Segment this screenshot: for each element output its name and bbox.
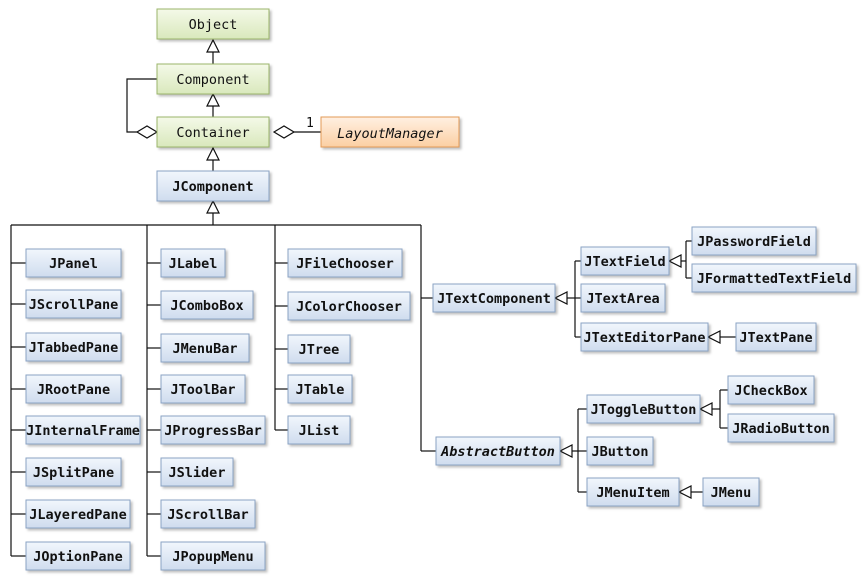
class-jslider[interactable]: JSlider <box>160 457 234 487</box>
class-name: JLayeredPane <box>29 507 127 523</box>
class-name: JColorChooser <box>296 299 402 315</box>
class-jmenuitem[interactable]: JMenuItem <box>586 477 680 507</box>
multiplicity-label: 1 <box>306 116 314 131</box>
inheritance-arrow-icon <box>206 92 220 107</box>
class-name: JComponent <box>172 179 253 195</box>
class-name: JLabel <box>169 256 218 272</box>
class-jinternalframe[interactable]: JInternalFrame <box>25 415 141 445</box>
class-joptionpane[interactable]: JOptionPane <box>25 541 131 571</box>
class-name: JToggleButton <box>591 402 697 418</box>
inheritance-arrow-icon <box>667 254 682 268</box>
class-jtabbedpane[interactable]: JTabbedPane <box>25 332 122 362</box>
class-name: JTree <box>299 342 340 358</box>
inheritance-arrow-icon <box>206 146 220 161</box>
inheritance-arrow-icon <box>558 444 573 458</box>
inheritance-arrow-icon <box>206 199 220 214</box>
class-name: Object <box>189 17 238 33</box>
class-name: JComboBox <box>170 298 243 314</box>
class-jtree[interactable]: JTree <box>287 334 351 364</box>
class-jmenubar[interactable]: JMenuBar <box>160 333 250 363</box>
inheritance-arrow-icon <box>677 485 692 499</box>
class-jtextfield[interactable]: JTextField <box>580 246 670 276</box>
class-jscrollbar[interactable]: JScrollBar <box>160 499 256 529</box>
class-jsplitpane[interactable]: JSplitPane <box>25 457 122 487</box>
class-name: JPopupMenu <box>172 549 253 565</box>
class-jpasswordfield[interactable]: JPasswordField <box>691 226 817 256</box>
class-name: JScrollBar <box>167 507 248 523</box>
class-jcolorchooser[interactable]: JColorChooser <box>287 291 411 321</box>
class-name: Component <box>176 72 249 88</box>
class-jtogglebutton[interactable]: JToggleButton <box>586 394 701 424</box>
class-name: JFormattedTextField <box>697 271 851 287</box>
class-name: JPasswordField <box>697 234 811 250</box>
class-jcheckbox[interactable]: JCheckBox <box>727 375 815 405</box>
class-name: JTextComponent <box>437 291 551 307</box>
class-name: AbstractButton <box>440 444 555 460</box>
inheritance-arrow-icon <box>206 38 220 53</box>
class-jrootpane[interactable]: JRootPane <box>25 374 122 404</box>
class-name: JTextField <box>584 254 665 270</box>
aggregation-diamond-icon <box>135 125 159 139</box>
class-name: JTabbedPane <box>29 340 118 356</box>
class-component[interactable]: Component <box>156 63 270 95</box>
class-jlist[interactable]: JList <box>287 415 351 445</box>
class-name: JMenu <box>711 485 752 501</box>
class-jlabel[interactable]: JLabel <box>160 248 226 278</box>
class-jtoolbar[interactable]: JToolBar <box>160 374 246 404</box>
class-name: JMenuItem <box>596 485 669 501</box>
class-name: JMenuBar <box>172 341 237 357</box>
class-jbutton[interactable]: JButton <box>586 436 654 466</box>
inheritance-arrow-icon <box>698 402 713 416</box>
class-jtextpane[interactable]: JTextPane <box>735 322 817 352</box>
class-name: JTextEditorPane <box>584 330 706 346</box>
class-jpopupmenu[interactable]: JPopupMenu <box>160 541 266 571</box>
classes: Object Component Container LayoutManager… <box>25 8 857 571</box>
class-name: JFileChooser <box>296 256 394 272</box>
class-name: Container <box>176 125 249 141</box>
class-jmenu[interactable]: JMenu <box>702 477 760 507</box>
class-name: JSlider <box>169 465 226 481</box>
class-jprogressbar[interactable]: JProgressBar <box>160 415 266 445</box>
class-name: LayoutManager <box>337 126 444 142</box>
inheritance-arrow-icon <box>706 330 721 344</box>
connectors <box>10 52 736 557</box>
arrow-heads <box>135 38 721 499</box>
class-jfilechooser[interactable]: JFileChooser <box>287 248 403 278</box>
class-name: JTextArea <box>586 291 659 307</box>
class-abstractbutton[interactable]: AbstractButton <box>435 436 561 466</box>
class-name: JSplitPane <box>33 465 114 481</box>
class-name: JTable <box>296 382 345 398</box>
class-name: JList <box>299 423 340 439</box>
class-jformattedtextfield[interactable]: JFormattedTextField <box>691 263 857 293</box>
class-name: JRadioButton <box>732 421 830 437</box>
class-name: JScrollPane <box>29 297 118 313</box>
class-jtextcomponent[interactable]: JTextComponent <box>432 283 556 313</box>
class-jscrollpane[interactable]: JScrollPane <box>25 289 122 319</box>
inheritance-arrow-icon <box>553 291 568 305</box>
class-object[interactable]: Object <box>156 8 270 40</box>
class-name: JTextPane <box>739 330 812 346</box>
class-jtextarea[interactable]: JTextArea <box>580 283 666 313</box>
class-jcomponent[interactable]: JComponent <box>156 170 270 202</box>
class-name: JPanel <box>49 256 98 272</box>
class-name: JInternalFrame <box>26 423 140 439</box>
class-name: JProgressBar <box>164 423 262 439</box>
class-jradiobutton[interactable]: JRadioButton <box>727 413 835 443</box>
class-name: JToolBar <box>170 382 235 398</box>
class-name: JRootPane <box>37 382 110 398</box>
class-jtable[interactable]: JTable <box>287 374 353 404</box>
class-jtexteditorpane[interactable]: JTextEditorPane <box>580 322 709 352</box>
class-container[interactable]: Container <box>156 116 270 148</box>
class-name: JOptionPane <box>33 549 122 565</box>
class-jpanel[interactable]: JPanel <box>25 248 122 278</box>
class-name: JCheckBox <box>734 383 807 399</box>
aggregation-diamond-icon <box>272 125 296 139</box>
class-jcombobox[interactable]: JComboBox <box>160 290 254 320</box>
interface-layout-manager[interactable]: LayoutManager <box>320 116 460 148</box>
class-name: JButton <box>592 444 649 460</box>
class-jlayeredpane[interactable]: JLayeredPane <box>25 499 131 529</box>
